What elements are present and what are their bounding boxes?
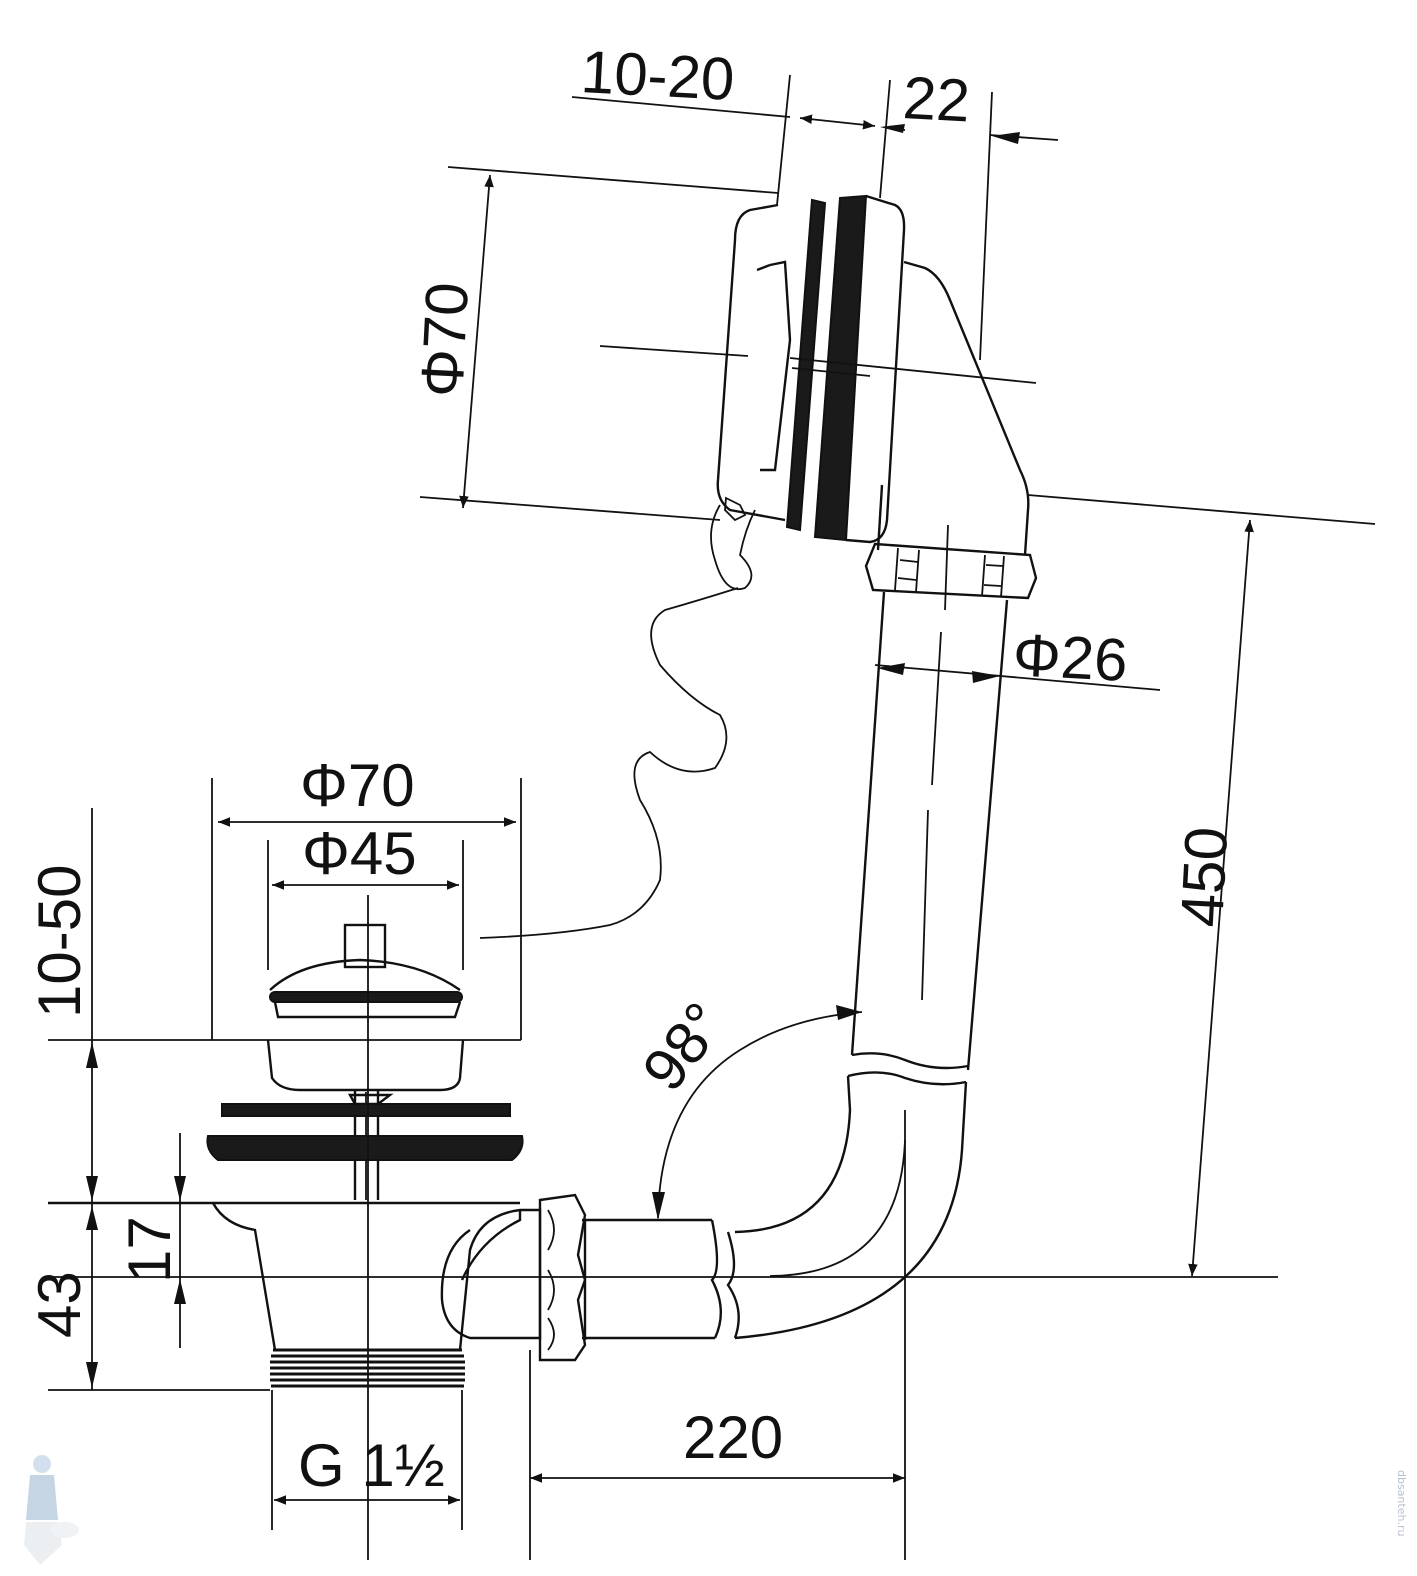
dim-overflow-offset: 22: [901, 64, 971, 134]
overflow-head: [599, 194, 1038, 600]
overflow-pipe: [847, 524, 1009, 1086]
watermark-text: dbsanteh.ru: [1395, 1470, 1408, 1536]
outlet-assembly: [48, 778, 1278, 1560]
dim-overflow-diameter: Φ70: [408, 281, 481, 399]
plug-chain: [479, 587, 739, 939]
dim-outlet-diameter: Φ70: [300, 752, 415, 819]
dim-outlet-height: 43: [26, 1271, 93, 1338]
dim-horizontal-length: 220: [683, 1404, 783, 1471]
dim-thread: G 1½: [298, 1432, 445, 1499]
dim-overflow-depth: 10-20: [579, 38, 736, 113]
dim-tub-thickness: 10-50: [26, 865, 93, 1018]
plumber-logo: [24, 1455, 79, 1565]
dim-plug-diameter: Φ45: [302, 820, 417, 887]
dim-height: 450: [1168, 825, 1240, 928]
dim-pipe-diameter: Φ26: [1011, 621, 1129, 694]
dim-branch-height: 17: [116, 1216, 183, 1283]
horizontal-pipe-elbow: [582, 1075, 968, 1560]
dim-angle: 98°: [629, 990, 738, 1103]
